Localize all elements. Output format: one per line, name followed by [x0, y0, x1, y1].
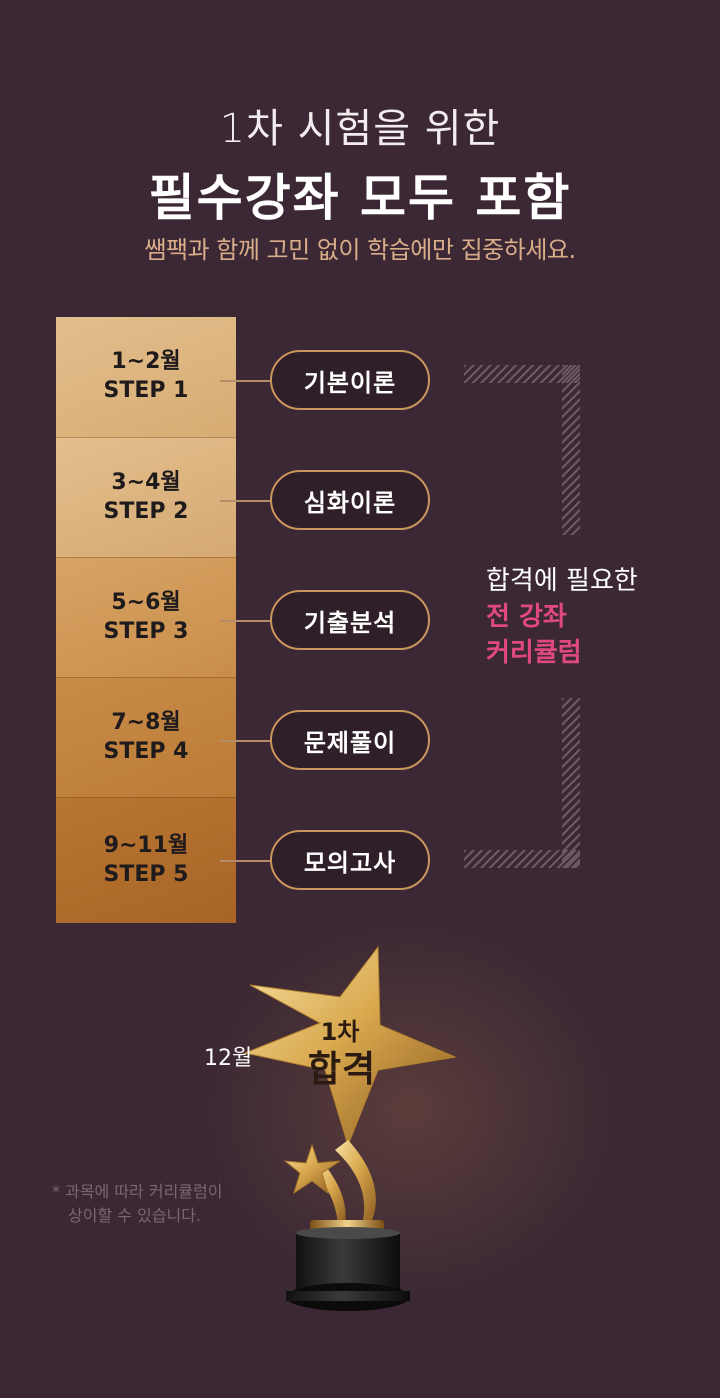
star-small-text: 1차 — [320, 1018, 360, 1046]
subtitle: 쌤팩과 함께 고민 없이 학습에만 집중하세요. — [144, 236, 576, 264]
footnote: * 과목에 따라 커리큘럼이 상이할 수 있습니다. — [52, 1180, 272, 1228]
course-pill-problem-solving: 문제풀이 — [270, 710, 430, 770]
step-block-5: 9~11월 STEP 5 — [56, 797, 236, 923]
step-label: STEP 1 — [103, 378, 189, 403]
summary-line2: 전 강좌 — [486, 602, 567, 632]
connector-line — [220, 860, 272, 862]
step-month: 9~11월 — [103, 832, 189, 858]
footnote-line1: * 과목에 따라 커리큘럼이 — [52, 1182, 223, 1201]
bracket-bottom — [464, 698, 580, 868]
connector-line — [220, 620, 272, 622]
course-pill-advanced: 심화이론 — [270, 470, 430, 530]
step-label: STEP 2 — [103, 498, 189, 524]
step-column: 1~2월 STEP 1 3~4월 STEP 2 5~6월 STEP 3 7~8월… — [56, 317, 236, 923]
page-title: 필수강좌 모두 포함 — [148, 169, 572, 227]
step-block-4: 7~8월 STEP 4 — [56, 677, 236, 797]
summary-line3: 커리큘럼 — [486, 638, 582, 668]
trophy-glow — [180, 900, 640, 1320]
step-month: 5~6월 — [111, 589, 181, 615]
step-label: STEP 4 — [103, 738, 189, 764]
step-block-2: 3~4월 STEP 2 — [56, 437, 236, 557]
step-block-3: 5~6월 STEP 3 — [56, 557, 236, 677]
curriculum-summary: 합격에 필요한 전 강좌 커리큘럼 — [486, 563, 686, 671]
footnote-line2: 상이할 수 있습니다. — [68, 1206, 202, 1225]
trophy-month: 12월 — [204, 1046, 253, 1071]
step-label: STEP 3 — [103, 618, 189, 644]
step-block-1: 1~2월 STEP 1 — [56, 317, 236, 437]
star-big-text: 합격 — [307, 1049, 377, 1090]
bracket-top — [464, 365, 580, 535]
connector-line — [220, 500, 272, 502]
course-pill-past-exam: 기출분석 — [270, 590, 430, 650]
summary-line1: 합격에 필요한 — [486, 566, 638, 596]
connector-line — [220, 740, 272, 742]
step-month: 3~4월 — [111, 469, 181, 495]
step-label: STEP 5 — [103, 861, 189, 887]
step-month: 1~2월 — [111, 349, 181, 374]
trophy-icon — [243, 945, 457, 1311]
course-pill-mock-exam: 모의고사 — [270, 830, 430, 890]
title-line1: 1차 시험을 위한 — [219, 106, 501, 152]
step-month: 7~8월 — [111, 709, 181, 735]
connector-line — [220, 380, 272, 382]
course-pill-basic: 기본이론 — [270, 350, 430, 410]
